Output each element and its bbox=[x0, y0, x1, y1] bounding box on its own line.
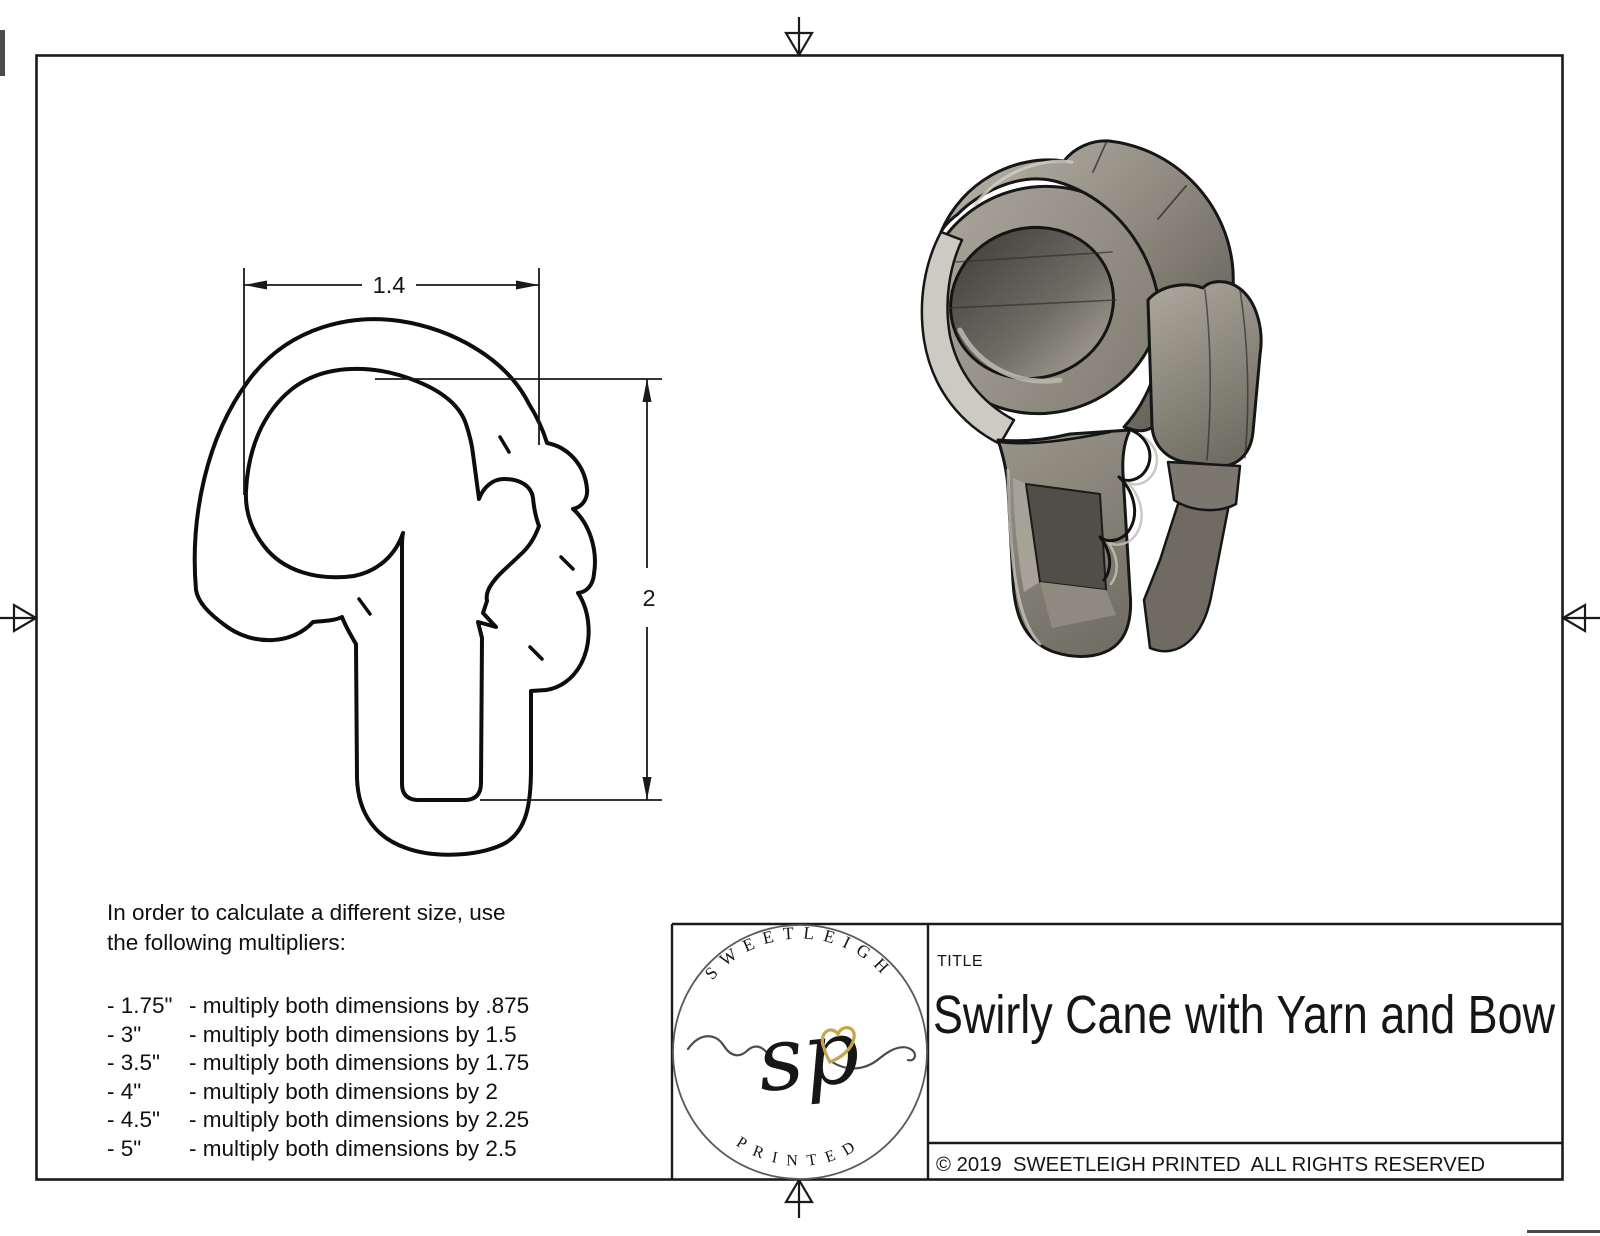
registration-mark-right bbox=[1560, 603, 1600, 633]
registration-mark-left bbox=[0, 603, 39, 633]
multiplier-row: - 3.5" - multiply both dimensions by 1.7… bbox=[107, 1049, 627, 1078]
logo-swash-left bbox=[686, 1035, 770, 1057]
multiplier-size: - 4" bbox=[107, 1078, 142, 1104]
shaft-cavity bbox=[1025, 483, 1107, 591]
multiplier-rule: - multiply both dimensions by 2.25 bbox=[189, 1107, 530, 1132]
multiplier-rule: - multiply both dimensions by 1.75 bbox=[189, 1050, 530, 1075]
logo-swash-right bbox=[830, 1046, 917, 1070]
multiplier-rule: - multiply both dimensions by .875 bbox=[189, 993, 530, 1018]
scalloped-cutting-edge bbox=[1098, 426, 1152, 582]
band-highlight bbox=[973, 159, 1074, 207]
multiplier-size: - 3" bbox=[107, 1021, 142, 1047]
shaft-cavity-floor bbox=[1040, 582, 1116, 628]
multiplier-size: - 4.5" bbox=[107, 1107, 161, 1132]
multiplier-rule: - multiply both dimensions by 2 bbox=[189, 1078, 498, 1104]
sizing-note-line1: In order to calculate a different size, … bbox=[107, 900, 506, 925]
multiplier-size: - 5" bbox=[107, 1135, 142, 1161]
registration-mark-bottom bbox=[784, 1177, 814, 1218]
dimension-width-value: 1.4 bbox=[373, 272, 406, 298]
logo-monogram: sp bbox=[753, 999, 865, 1112]
facet-lines-hole bbox=[949, 251, 1117, 309]
multiplier-row: - 5" - multiply both dimensions by 2.5 bbox=[107, 1135, 627, 1164]
cutter-3d-render bbox=[920, 139, 1263, 658]
multiplier-row: - 4" - multiply both dimensions by 2 bbox=[107, 1078, 627, 1107]
shaft-inner-wall bbox=[1013, 478, 1040, 592]
cutter-outer-contour bbox=[192, 317, 597, 857]
bow-block-step bbox=[1166, 460, 1242, 512]
scan-artifact-left bbox=[0, 30, 5, 76]
cutter-inner-contour bbox=[243, 366, 541, 802]
dimension-height-value: 2 bbox=[642, 585, 655, 611]
bow-block-main bbox=[1146, 280, 1263, 468]
logo-circle bbox=[672, 924, 928, 1180]
multiplier-size: - 1.75" bbox=[107, 993, 173, 1018]
multiplier-rule: - multiply both dimensions by 2.5 bbox=[189, 1135, 517, 1161]
title-block bbox=[670, 922, 1563, 1180]
hole-inner-highlight bbox=[957, 327, 1063, 384]
dimension-height: 2 bbox=[375, 378, 662, 801]
arrowhead-right-icon bbox=[516, 280, 539, 290]
ring-shaft-seam bbox=[998, 430, 1112, 445]
multiplier-row: - 1.75" - multiply both dimensions by .8… bbox=[107, 992, 627, 1021]
brand-logo: SWEETLEIGH PRINTED sp bbox=[672, 922, 928, 1180]
shaft-edge-highlight bbox=[1006, 468, 1042, 646]
arrowhead-left-icon bbox=[244, 280, 267, 290]
cutter-outline-2d bbox=[192, 317, 597, 857]
multiplier-size: - 3.5" bbox=[107, 1050, 161, 1075]
heart-icon bbox=[820, 1026, 856, 1064]
arrowhead-down-icon bbox=[642, 777, 652, 800]
sizing-note-line2: the following multipliers: bbox=[107, 930, 346, 955]
bow-block-back-plate bbox=[1142, 497, 1232, 653]
title-label: TITLE bbox=[937, 953, 983, 970]
multiplier-row: - 4.5" - multiply both dimensions by 2.2… bbox=[107, 1106, 627, 1135]
copyright-text: © 2019 SWEETLEIGH PRINTED ALL RIGHTS RES… bbox=[936, 1153, 1485, 1176]
multiplier-list: - 1.75" - multiply both dimensions by .8… bbox=[107, 992, 627, 1163]
drawing-title: Swirly Cane with Yarn and Bow bbox=[933, 985, 1556, 1045]
registration-mark-top bbox=[784, 17, 814, 58]
multiplier-rule: - multiply both dimensions by 1.5 bbox=[189, 1021, 517, 1047]
sizing-note: In order to calculate a different size, … bbox=[107, 898, 627, 1163]
dimension-width: 1.4 bbox=[243, 268, 540, 495]
facet-lines-bow bbox=[1204, 289, 1249, 461]
cutter-tick-marks bbox=[357, 435, 575, 661]
multiplier-row: - 3" - multiply both dimensions by 1.5 bbox=[107, 1021, 627, 1050]
scalloped-cutting-edge-light bbox=[1105, 430, 1159, 586]
ring-hole bbox=[949, 225, 1115, 381]
arrowhead-up-icon bbox=[642, 379, 652, 402]
scan-artifact-bottom-right bbox=[1527, 1230, 1600, 1233]
